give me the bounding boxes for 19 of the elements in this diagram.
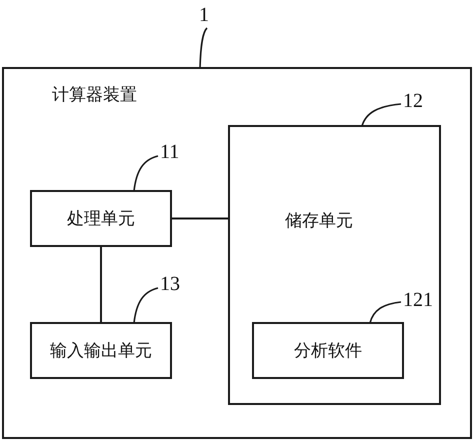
leader-line [133, 155, 158, 192]
unit-box: 输入输出单元 [30, 322, 172, 379]
reference-numeral: 12 [403, 90, 423, 112]
unit-label: 储存单元 [285, 211, 353, 231]
leader-line [199, 27, 208, 68]
reference-numeral: 121 [403, 289, 433, 311]
leader-line [133, 287, 158, 324]
reference-numeral: 13 [160, 273, 180, 295]
connector-line [100, 247, 102, 322]
device-frame [2, 67, 472, 439]
unit-box: 处理单元 [30, 190, 172, 247]
unit-box: 分析软件 [252, 322, 404, 379]
heading: 计算器装置 [52, 85, 137, 105]
leader-line [369, 301, 402, 324]
leader-line [361, 103, 402, 126]
connector-line [172, 218, 228, 220]
reference-numeral: 11 [160, 141, 180, 163]
reference-numeral: 1 [199, 4, 209, 26]
storage-box [228, 125, 441, 405]
